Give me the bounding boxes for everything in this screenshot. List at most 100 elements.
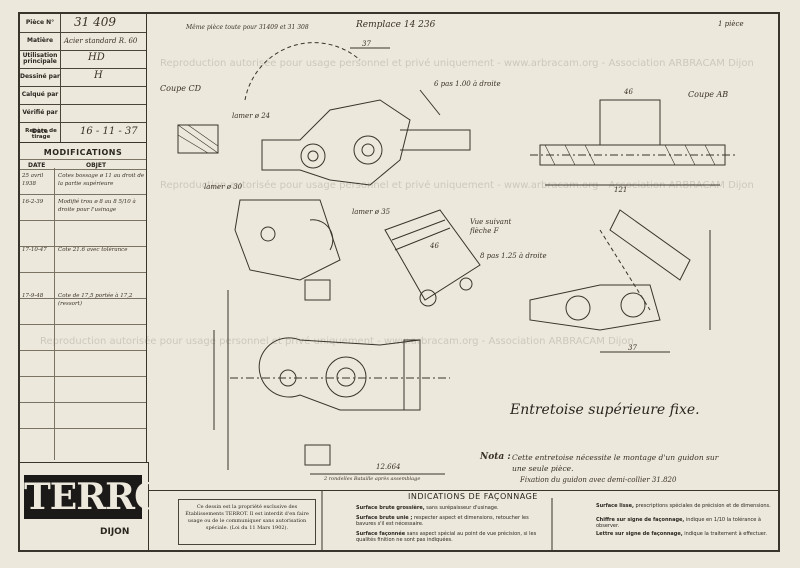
indication-title: Lettre sur signe de façonnage, (596, 531, 683, 537)
rule (20, 350, 146, 351)
tb-label: Date (20, 122, 61, 142)
tb-label: Utilisation principale (20, 50, 61, 68)
hole (336, 367, 356, 387)
label-rondelles: 2 rondelles Bataille après assemblage (324, 476, 421, 482)
note-label: Nota : (480, 452, 511, 462)
modification-date: 17-10-47 (22, 247, 47, 253)
hole (325, 356, 367, 398)
indication-item: Surface lisse, prescriptions spéciales d… (596, 503, 776, 509)
label-filet-2: 8 pas 1.25 à droite (480, 252, 547, 260)
d-view-body (234, 199, 341, 281)
tb-value: H (94, 70, 103, 81)
modification-object: Cotes bossage ø 11 au droit de la partie… (58, 173, 145, 187)
indication-text: sans surépaisseur d'usinage. (426, 505, 499, 511)
rule (20, 194, 146, 195)
modifications-block: MODIFICATIONS DATE OBJET 25 avril 1938 C… (20, 142, 147, 462)
rule (20, 376, 146, 377)
drawing-frame (18, 12, 780, 552)
section-line (419, 89, 441, 116)
front-view-body (258, 337, 421, 411)
dim-37-top: 37 (362, 40, 371, 48)
modification-date: 17-9-48 (22, 293, 44, 299)
tb-label: Calqué par (20, 86, 61, 104)
logo-city: DIJON (100, 527, 130, 537)
modification-date: 16-2-39 (22, 199, 44, 205)
hole (620, 292, 646, 318)
rule (20, 272, 146, 273)
rule (20, 428, 146, 429)
tb-label: Vérifié par (20, 104, 61, 122)
modification-entry: 17-10-47 Cote 21.6 avec tolérance (22, 246, 146, 268)
header-note-right: 1 pièce (718, 20, 744, 28)
title-block: Pièce N° 31 409 Matière Acier standard R… (20, 14, 147, 143)
indication-text: prescriptions spéciales de précision et … (635, 503, 771, 509)
front-boss (403, 339, 421, 411)
label-vue-suivant: Vue suivant flèche F (470, 218, 512, 235)
rule (20, 324, 146, 325)
note-text: Cette entretoise nécessite le montage d'… (512, 453, 719, 473)
top-boss (304, 279, 331, 301)
top-view-body (261, 99, 411, 186)
dim-12664: 12.664 (376, 463, 401, 471)
coupe-ab-boss (599, 99, 661, 146)
indication-title: Surface brute unie ; (356, 515, 413, 521)
watermark: Reproduction autorisée pour usage person… (40, 336, 634, 347)
hole (565, 295, 591, 321)
dim-37-right: 37 (628, 344, 637, 352)
dim-46-view: 46 (430, 242, 439, 250)
indication-item: Lettre sur signe de façonnage, indique l… (596, 531, 776, 537)
label-coupe-cd: Coupe CD (160, 84, 202, 93)
arc (244, 42, 361, 101)
rule (20, 246, 146, 247)
copyright-notice: Ce dessin est la propriété exclusive des… (178, 499, 316, 545)
hole (353, 135, 383, 165)
hole (361, 143, 375, 157)
bottom-boss (304, 444, 331, 466)
modification-entry: 25 avril 1938 Cotes bossage ø 11 au droi… (22, 172, 146, 194)
note-text-2: Fixation du guidon avec demi-collier 31.… (520, 476, 677, 484)
modifications-col-date: DATE (28, 162, 46, 169)
hatch (177, 124, 219, 154)
tb-label: Pièce N° (20, 14, 61, 32)
ressort (609, 209, 691, 281)
indication-title: Surface lisse, (596, 503, 634, 509)
axis (599, 229, 651, 311)
tb-label-repere: Repère de tirage (25, 128, 57, 140)
tb-row-dessine: Dessiné par H (20, 68, 146, 87)
hole (419, 289, 437, 307)
indication-title: Chiffre sur signe de façonnage, (596, 517, 685, 523)
indication-text: indique en 1/10 la tolérance à observer. (596, 517, 761, 529)
tb-value: Acier standard R. 60 (64, 37, 138, 45)
modification-object: Modifié trou ø 8 au 8 5/10 à droite pour… (58, 199, 136, 213)
indications-title: INDICATIONS DE FAÇONNAGE (408, 492, 538, 501)
modification-object: Cote de 17,5 portée à 17,2 (ressort) (58, 293, 133, 307)
dim-121: 121 (614, 186, 628, 194)
hatch (544, 144, 716, 166)
tb-label: Dessiné par (20, 68, 61, 86)
label-lamer-35: lamer ø 35 (352, 208, 391, 216)
tb-label: Matière (20, 32, 61, 50)
watermark: Reproduction autorisée pour usage person… (160, 180, 754, 191)
indication-item: Surface brute unie ; respecter aspect et… (356, 515, 546, 527)
drawing-title: Entretoise supérieure fixe. (510, 402, 700, 418)
label-lamer-30: lamer ø 30 (204, 183, 243, 191)
label-lamer-24: lamer ø 24 (232, 112, 271, 120)
header-note-left: Même pièce toute pour 31409 et 31 308 (186, 24, 309, 31)
label-filet: 6 pas 1.00 à droite (434, 80, 501, 88)
modification-entry: 16-2-39 Modifié trou ø 8 au 8 5/10 à dro… (22, 198, 146, 220)
hole (459, 277, 473, 291)
rule (20, 402, 146, 403)
indication-text: indique la traitement à effectuer. (684, 531, 768, 537)
bottom-strip: Ce dessin est la propriété exclusive des… (148, 490, 778, 551)
modification-date: 25 avril 1938 (22, 173, 44, 187)
modifications-divider (54, 168, 55, 460)
arm (400, 129, 471, 151)
side-view-body (529, 284, 661, 331)
coupe-cd-section (177, 124, 219, 154)
modification-object: Cote 21.6 avec tolérance (58, 247, 128, 253)
rule (20, 159, 146, 160)
tb-value: 31 409 (74, 15, 116, 29)
indication-title: Surface brute grossière, (356, 505, 425, 511)
